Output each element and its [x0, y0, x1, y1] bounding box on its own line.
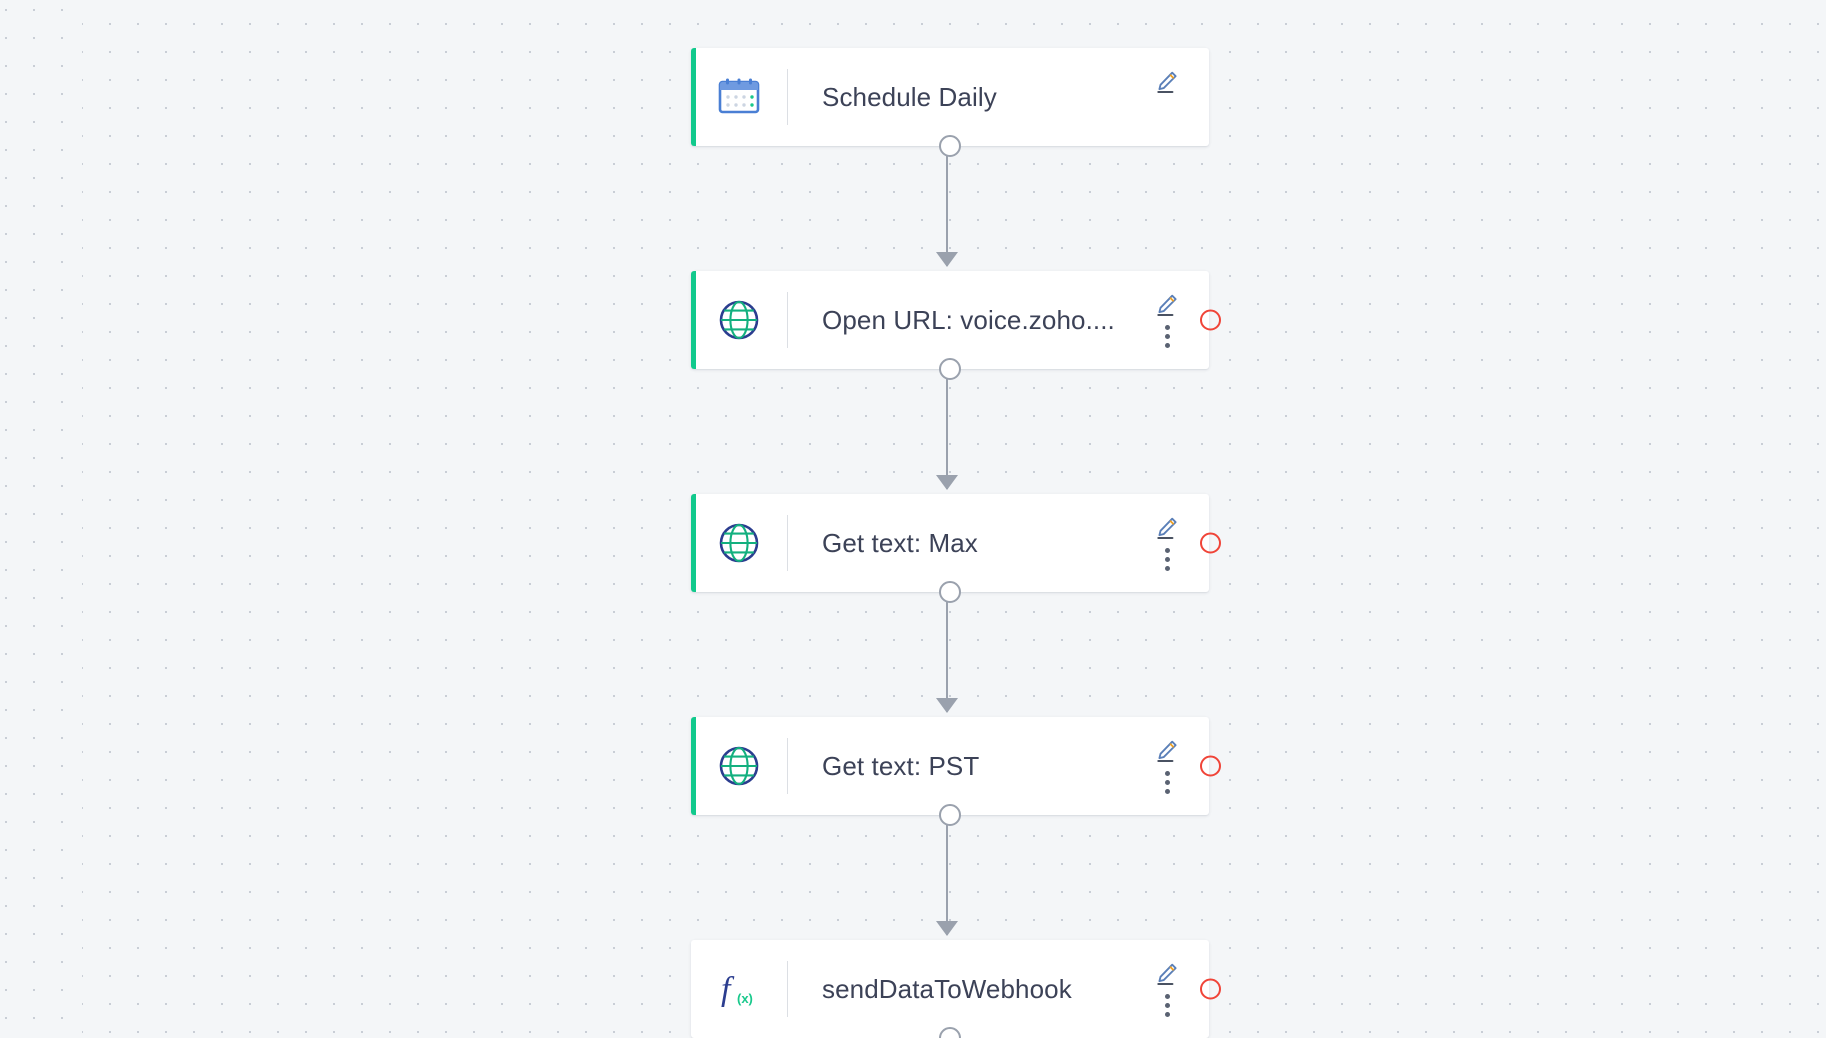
- node-output-port[interactable]: [939, 804, 961, 826]
- edit-pencil-icon[interactable]: [1154, 515, 1180, 541]
- workflow-node-send-data-to-webhook[interactable]: f (x) sendDataToWebhook: [691, 940, 1221, 1038]
- node-more-menu-icon[interactable]: [1164, 993, 1170, 1017]
- edit-pencil-icon[interactable]: [1154, 961, 1180, 987]
- function-icon: f (x): [691, 940, 787, 1038]
- connector-arrowhead: [936, 698, 958, 713]
- node-divider: [787, 515, 788, 571]
- svg-text:f: f: [721, 971, 735, 1008]
- node-actions[interactable]: [1147, 494, 1187, 592]
- connector-line: [946, 815, 948, 935]
- globe-icon: [691, 271, 787, 369]
- node-accent-bar: [691, 717, 696, 815]
- node-accent-bar: [691, 48, 696, 146]
- edit-pencil-icon[interactable]: [1154, 738, 1180, 764]
- connector-arrowhead: [936, 252, 958, 267]
- node-output-port[interactable]: [939, 135, 961, 157]
- node-status-ring[interactable]: [1200, 309, 1221, 331]
- node-more-menu-icon[interactable]: [1164, 770, 1170, 794]
- node-divider: [787, 738, 788, 794]
- connector-line: [946, 146, 948, 266]
- node-accent-bar: [691, 494, 696, 592]
- workflow-node-get-text-pst[interactable]: Get text: PST: [691, 717, 1221, 826]
- node-divider: [787, 961, 788, 1017]
- workflow-node-open-url[interactable]: Open URL: voice.zoho....: [691, 271, 1221, 380]
- globe-icon: [691, 494, 787, 592]
- node-divider: [787, 69, 788, 125]
- connector-open-url-to-get-text-max: [934, 369, 960, 490]
- connector-arrowhead: [936, 475, 958, 490]
- node-output-port[interactable]: [939, 1027, 961, 1038]
- node-actions[interactable]: [1147, 717, 1187, 815]
- node-status-ring[interactable]: [1200, 978, 1221, 1000]
- node-status-ring[interactable]: [1200, 755, 1221, 777]
- connector-get-text-max-to-get-text-pst: [934, 592, 960, 713]
- node-label: sendDataToWebhook: [822, 973, 1072, 1004]
- node-divider: [787, 292, 788, 348]
- workflow-node-get-text-max[interactable]: Get text: Max: [691, 494, 1221, 603]
- connector-schedule-to-open-url: [934, 146, 960, 267]
- edit-pencil-icon[interactable]: [1154, 292, 1180, 318]
- connector-arrowhead: [936, 921, 958, 936]
- node-label: Get text: PST: [822, 750, 980, 781]
- connector-line: [946, 592, 948, 712]
- node-output-port[interactable]: [939, 358, 961, 380]
- edit-pencil-icon[interactable]: [1154, 69, 1180, 95]
- connector-line: [946, 369, 948, 489]
- node-status-ring[interactable]: [1200, 532, 1221, 554]
- node-label: Schedule Daily: [822, 81, 997, 112]
- svg-text:(x): (x): [737, 991, 753, 1006]
- node-output-port[interactable]: [939, 581, 961, 603]
- node-label: Get text: Max: [822, 527, 978, 558]
- node-actions[interactable]: [1147, 271, 1187, 369]
- node-actions[interactable]: [1147, 940, 1187, 1038]
- connector-get-text-pst-to-send-data: [934, 815, 960, 936]
- node-more-menu-icon[interactable]: [1164, 547, 1170, 571]
- globe-icon: [691, 717, 787, 815]
- node-label: Open URL: voice.zoho....: [822, 304, 1115, 335]
- workflow-node-schedule-daily[interactable]: Schedule Daily: [691, 48, 1209, 157]
- calendar-icon: [691, 48, 787, 146]
- node-more-menu-icon[interactable]: [1164, 324, 1170, 348]
- node-accent-bar: [691, 271, 696, 369]
- node-actions[interactable]: [1147, 48, 1187, 146]
